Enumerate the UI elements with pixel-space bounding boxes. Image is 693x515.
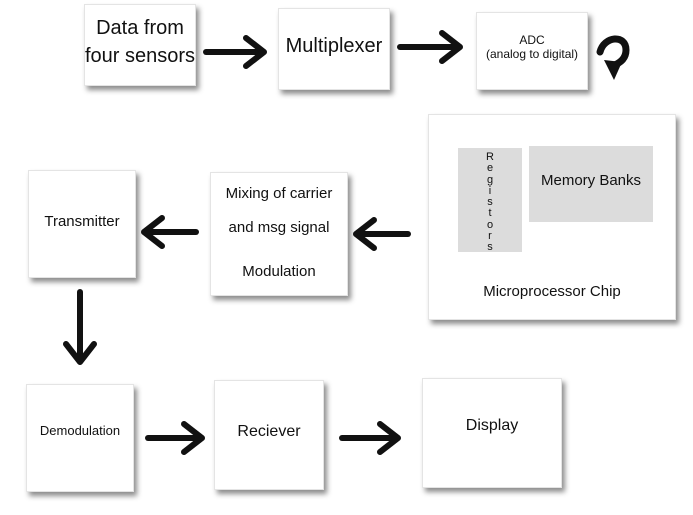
microprocessor-chip-label: Microprocessor Chip [483, 283, 621, 300]
adc-block: ADC (analog to digital) [476, 12, 588, 90]
arrow-multiplexer-to-adc [397, 30, 463, 64]
demodulation-label: Demodulation [39, 423, 121, 438]
transmitter-block: Transmitter [28, 170, 136, 278]
sensors-label-line2: four sensors [85, 45, 196, 67]
modulation-block: Mixing of carrier and msg signal Modulat… [210, 172, 348, 296]
arrow-transmitter-to-demodulation [63, 289, 97, 365]
sensors-label-line1: Data from [96, 17, 184, 39]
modulation-label-line1: Mixing of carrier [225, 185, 333, 202]
display-label: Display [465, 417, 519, 434]
sensors-block: Data from four sensors [84, 4, 196, 86]
arrow-modulation-to-transmitter [141, 215, 199, 249]
adc-label-line1: ADC [519, 33, 545, 47]
display-block: Display [422, 378, 562, 488]
transmitter-label: Transmitter [44, 213, 120, 230]
memory-banks-block: Memory Banks [529, 146, 653, 222]
modulation-label-line2: and msg signal [228, 219, 330, 236]
arrow-demodulation-to-receiver [145, 421, 205, 455]
arrow-receiver-to-display [339, 421, 401, 455]
receiver-label: Reciever [237, 423, 301, 440]
multiplexer-block: Multiplexer [278, 8, 390, 90]
arrow-sensors-to-multiplexer [203, 35, 267, 69]
curved-arrow-adc-to-chip [596, 35, 630, 80]
modulation-label-line3: Modulation [242, 263, 316, 280]
adc-label-line2: (analog to digital) [485, 47, 579, 61]
multiplexer-label: Multiplexer [285, 35, 383, 57]
receiver-block: Reciever [214, 380, 324, 490]
memory-banks-label: Memory Banks [540, 172, 642, 189]
demodulation-block: Demodulation [26, 384, 134, 492]
arrow-chip-to-modulation [353, 217, 411, 251]
